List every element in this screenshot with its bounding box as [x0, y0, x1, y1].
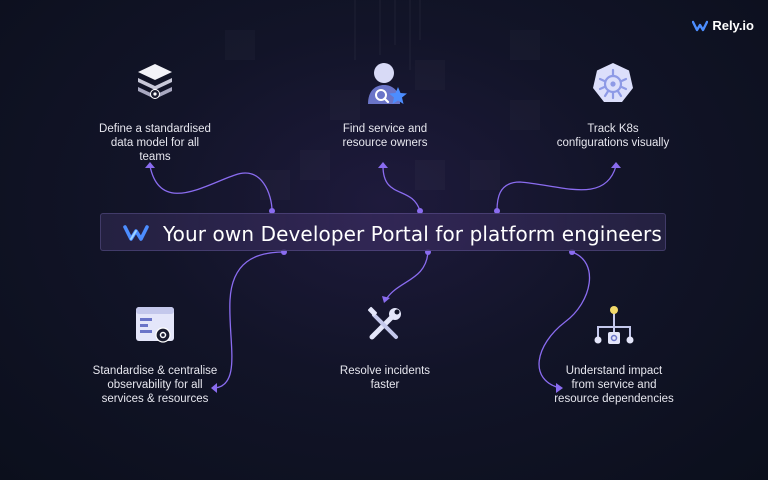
feature-dependencies-label: Understand impact from service and resou…	[554, 365, 674, 405]
feature-owners-label: Find service and resource owners	[342, 123, 428, 149]
connector-dependencies	[538, 251, 591, 389]
rely-logo-icon	[692, 20, 709, 31]
connector-incidents	[386, 251, 429, 299]
dependency-tree-icon	[594, 306, 634, 344]
brand: Rely.io	[692, 18, 754, 33]
connector-arrowhead	[556, 383, 563, 393]
connector-arrowhead	[378, 162, 388, 168]
connector-dot	[494, 208, 500, 214]
layers-stack-icon	[138, 64, 172, 99]
feature-incidents-label: Resolve incidents faster	[339, 365, 431, 391]
connector-arrowhead	[611, 162, 621, 168]
feature-observability-label: Standardise & centralise observability f…	[92, 365, 218, 405]
connector-observability	[214, 251, 285, 389]
connector-owners	[382, 165, 421, 212]
connector-dot	[417, 208, 423, 214]
banner-title: Your own Developer Portal for platform e…	[163, 222, 662, 246]
tools-icon	[367, 306, 401, 340]
brand-name: Rely.io	[712, 18, 754, 33]
connector-dot	[269, 208, 275, 214]
dashboard-window-icon	[136, 307, 174, 343]
connector-arrowhead	[145, 162, 155, 168]
user-search-icon	[368, 63, 407, 104]
connector-k8s	[496, 165, 617, 212]
connector-arrowhead	[382, 296, 390, 303]
feature-data-model-label: Define a standardised data model for all…	[99, 123, 211, 163]
connector-arrowhead	[211, 383, 217, 393]
connector-data-model	[149, 165, 273, 212]
title-banner: Your own Developer Portal for platform e…	[100, 213, 666, 251]
rely-logo-icon	[123, 225, 149, 241]
kubernetes-icon	[593, 63, 633, 102]
feature-k8s-label: Track K8s configurations visually	[556, 123, 670, 149]
